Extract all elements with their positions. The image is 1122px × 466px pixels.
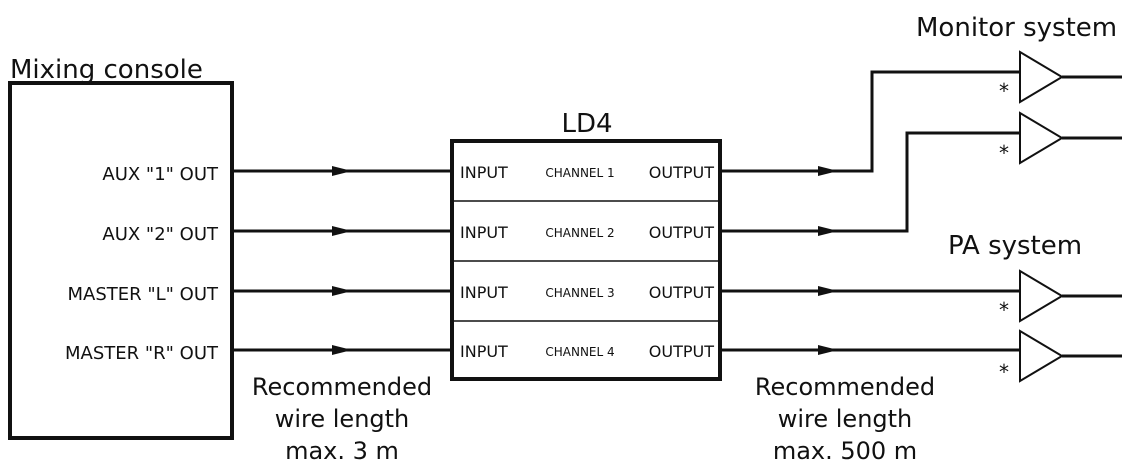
channel-3-output: OUTPUT <box>649 283 714 302</box>
input-arrow-2 <box>332 226 352 236</box>
channel-4-name: CHANNEL 4 <box>545 345 614 359</box>
wire-length-note-right-line1: Recommended <box>755 373 935 401</box>
output-arrow-1 <box>818 166 838 176</box>
pa-amp-2-icon <box>1019 329 1064 383</box>
pa-system-title: PA system <box>948 231 1082 261</box>
channel-4-output: OUTPUT <box>649 342 714 361</box>
channel-1-name: CHANNEL 1 <box>545 166 614 180</box>
channel-1-input: INPUT <box>460 163 508 182</box>
console-output-label-aux1: AUX "1" OUT <box>102 164 219 185</box>
mixing-console-title: Mixing console <box>10 55 203 85</box>
console-output-label-aux2: AUX "2" OUT <box>102 224 219 245</box>
console-output-label-master-r: MASTER "R" OUT <box>65 343 219 364</box>
channel-2-output: OUTPUT <box>649 223 714 242</box>
channel-4-input: INPUT <box>460 342 508 361</box>
pa-amp-1-mark: * <box>999 298 1009 322</box>
channel-2-input: INPUT <box>460 223 508 242</box>
wire-length-note-left-line2: wire length <box>275 405 410 433</box>
input-arrow-4 <box>332 345 352 355</box>
channel-3-name: CHANNEL 3 <box>545 286 614 300</box>
wire-length-note-left-line3: max. 3 m <box>285 437 399 465</box>
ld4-title: LD4 <box>561 109 612 139</box>
wire-length-note-left-line1: Recommended <box>252 373 432 401</box>
mixing-console-box <box>8 81 234 440</box>
channel-1-output: OUTPUT <box>649 163 714 182</box>
channel-3-input: INPUT <box>460 283 508 302</box>
output-arrow-3 <box>818 286 838 296</box>
ld4-box <box>450 139 722 381</box>
monitor-amp-2-mark: * <box>999 141 1009 165</box>
monitor-amp-1-icon <box>1019 50 1064 104</box>
console-output-label-master-l: MASTER "L" OUT <box>67 284 219 305</box>
input-arrow-1 <box>332 166 352 176</box>
monitor-system-title: Monitor system <box>916 13 1117 43</box>
wire-length-note-right-line2: wire length <box>778 405 913 433</box>
monitor-amp-2-icon <box>1019 111 1064 165</box>
output-wire-2 <box>720 131 1020 233</box>
pa-amp-2-mark: * <box>999 360 1009 384</box>
monitor-amp-1-mark: * <box>999 79 1009 103</box>
input-arrow-3 <box>332 286 352 296</box>
output-arrow-4 <box>818 345 838 355</box>
wire-length-note-right-line3: max. 500 m <box>773 437 917 465</box>
pa-amp-1-icon <box>1019 269 1064 323</box>
output-wire-1 <box>720 70 1020 173</box>
output-arrow-2 <box>818 226 838 236</box>
channel-2-name: CHANNEL 2 <box>545 226 614 240</box>
